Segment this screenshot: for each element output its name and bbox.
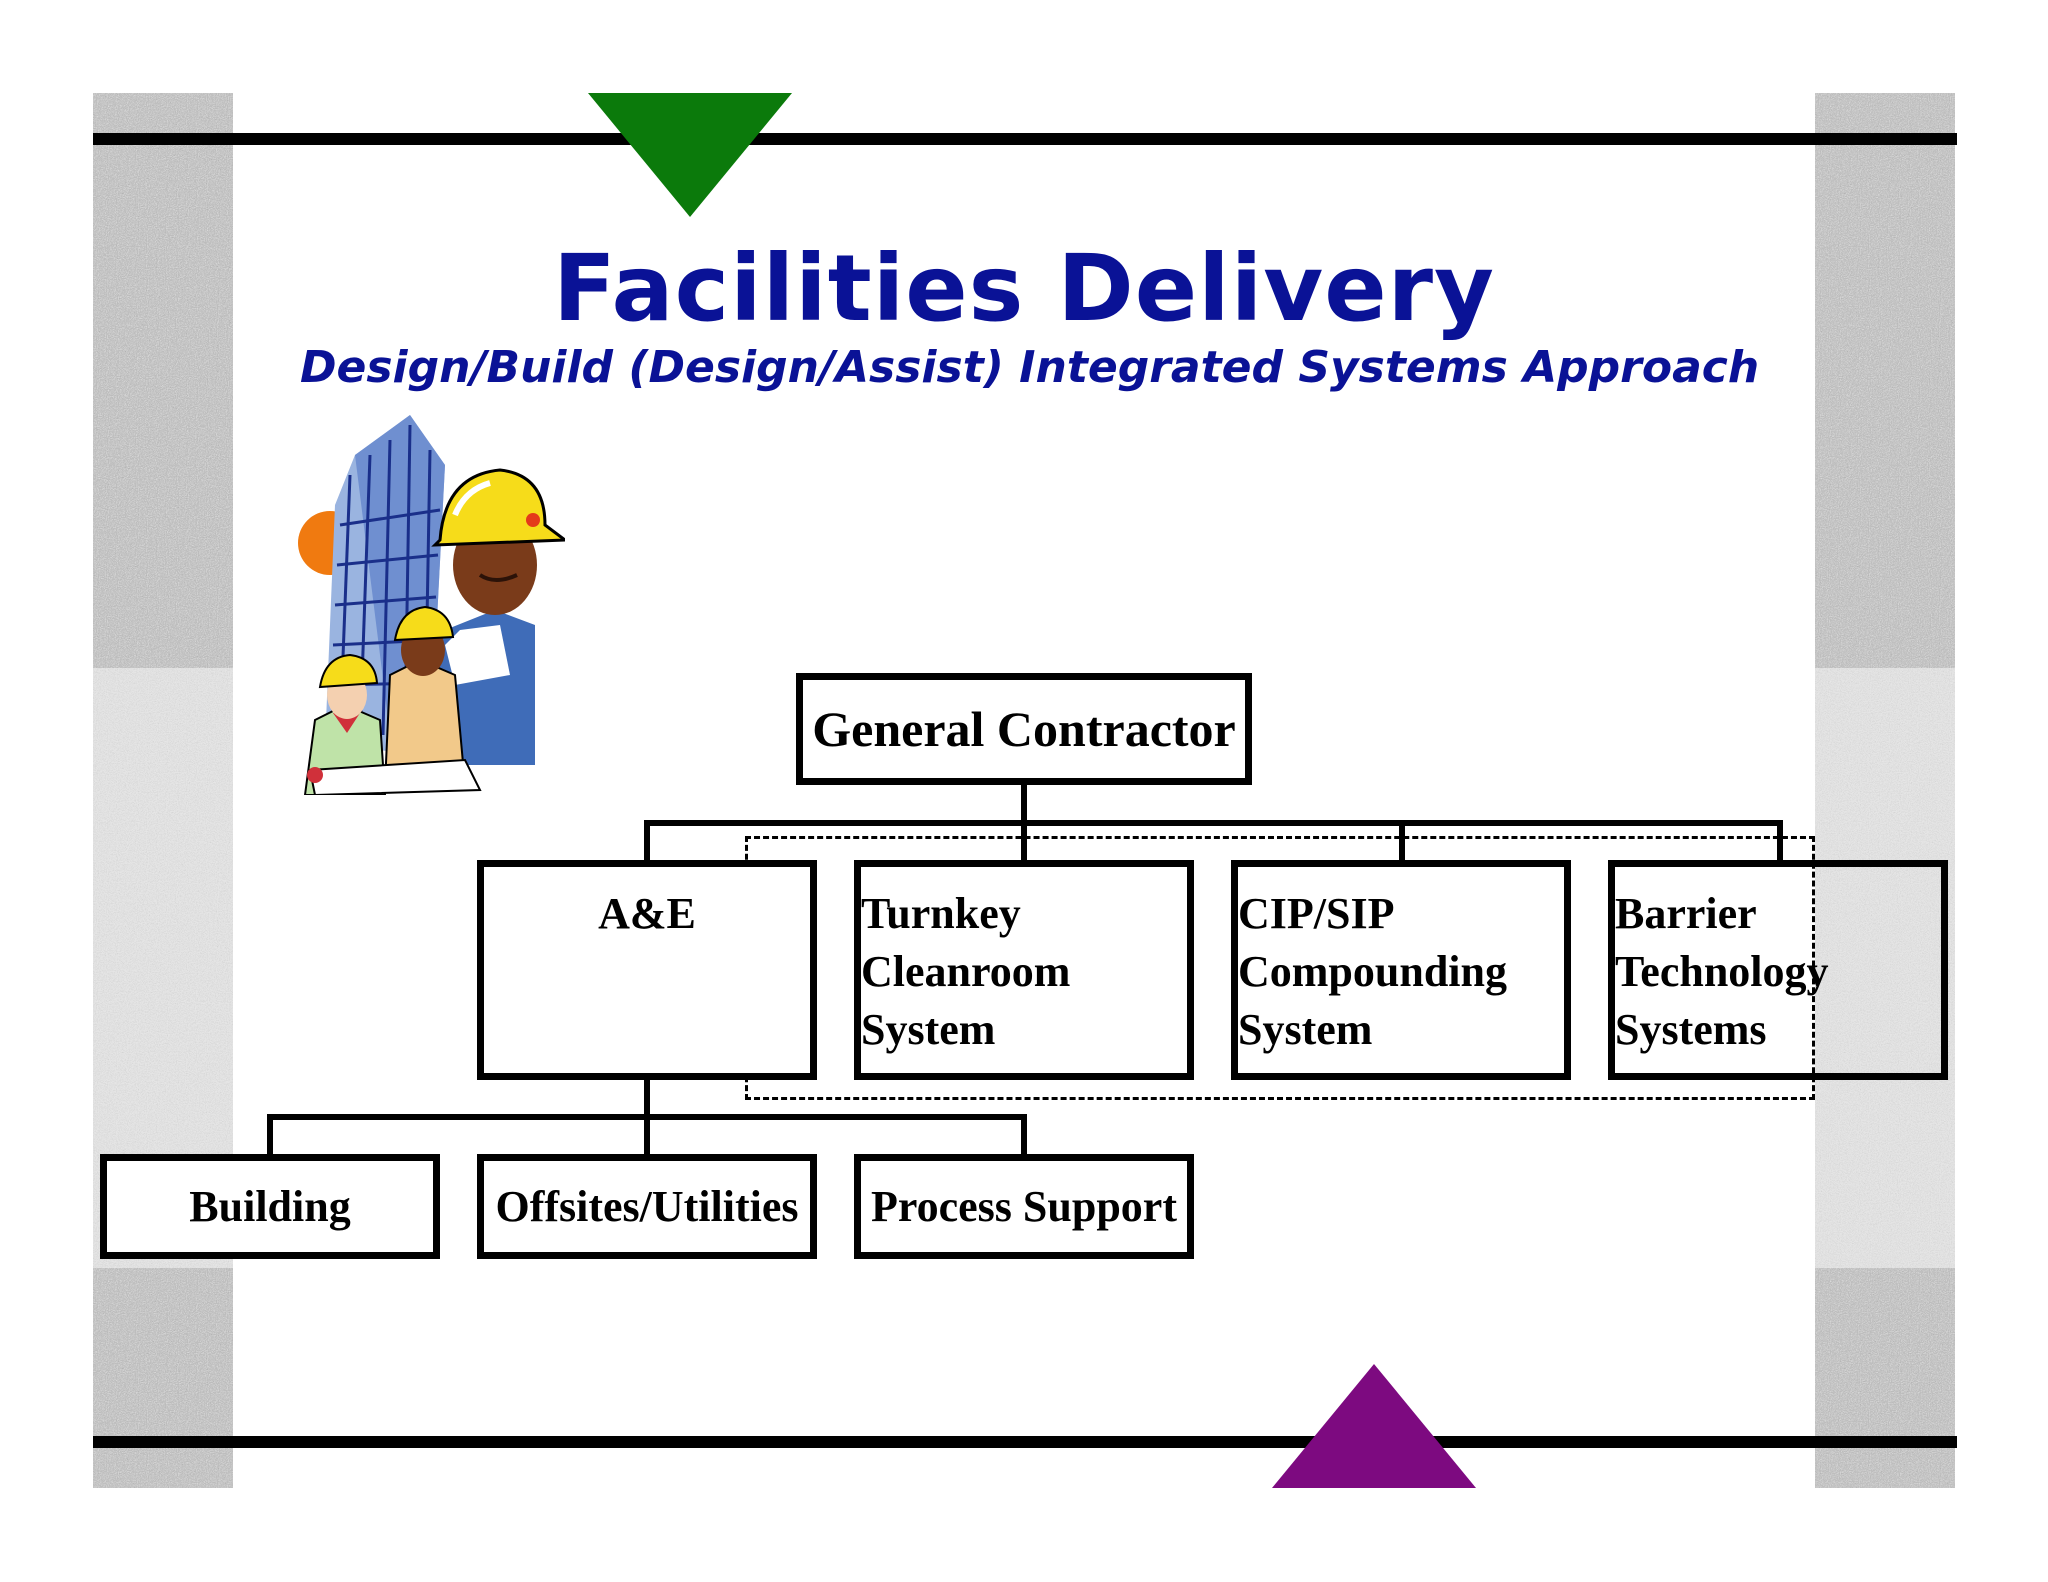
top-rule (93, 133, 1957, 145)
connector-building-down (267, 1114, 273, 1159)
slide-subtitle: Design/Build (Design/Assist) Integrated … (300, 342, 1760, 393)
node-barrier-line-2: Technology (1615, 947, 1829, 996)
top-triangle-icon (588, 93, 792, 217)
connector-level2-bar (644, 820, 1783, 826)
node-building-label: Building (189, 1181, 351, 1231)
connector-cip-down (1399, 820, 1405, 865)
connector-turnkey-down (1021, 820, 1027, 865)
node-process-support-label: Process Support (871, 1181, 1177, 1231)
connector-barrier-down (1777, 820, 1783, 865)
bottom-triangle-icon (1272, 1364, 1476, 1488)
node-process-support: Process Support (854, 1154, 1194, 1259)
construction-workers-building-icon (298, 415, 565, 795)
right-border-panel-light (1815, 668, 1955, 1268)
node-turnkey-line-2: Cleanroom (861, 947, 1071, 996)
node-general-contractor: General Contractor (796, 673, 1252, 785)
connector-ae-down (644, 820, 650, 865)
node-turnkey-line-1: Turnkey (861, 889, 1021, 938)
node-cip-line-2: Compounding (1238, 947, 1508, 996)
node-barrier-line-3: Systems (1615, 1005, 1767, 1054)
connector-root-down (1021, 780, 1027, 826)
node-cip-line-3: System (1238, 1005, 1373, 1054)
right-border-panel-bottom (1815, 1268, 1955, 1488)
node-building: Building (100, 1154, 440, 1259)
node-turnkey-cleanroom-system: Turnkey Cleanroom System (854, 860, 1194, 1080)
node-cip-line-1: CIP/SIP (1238, 889, 1395, 938)
connector-offsites-down (644, 1114, 650, 1159)
node-cip-sip-compounding-system: CIP/SIP Compounding System (1231, 860, 1571, 1080)
node-barrier-technology-systems: Barrier Technology Systems (1608, 860, 1948, 1080)
node-turnkey-line-3: System (861, 1005, 996, 1054)
slide-title: Facilities Delivery (553, 235, 1495, 342)
left-border-panel-bottom (93, 1268, 233, 1488)
right-border-panel (1815, 93, 1955, 668)
node-ae-label: A&E (598, 889, 696, 938)
node-offsites-utilities-label: Offsites/Utilities (495, 1181, 799, 1231)
node-ae: A&E (477, 860, 817, 1080)
connector-ae-bottom (644, 1078, 650, 1118)
node-barrier-line-1: Barrier (1615, 889, 1757, 938)
bottom-rule (93, 1436, 1957, 1448)
node-offsites-utilities: Offsites/Utilities (477, 1154, 817, 1259)
node-general-contractor-label: General Contractor (812, 701, 1236, 757)
connector-process-down (1021, 1114, 1027, 1159)
left-border-panel (93, 93, 233, 668)
